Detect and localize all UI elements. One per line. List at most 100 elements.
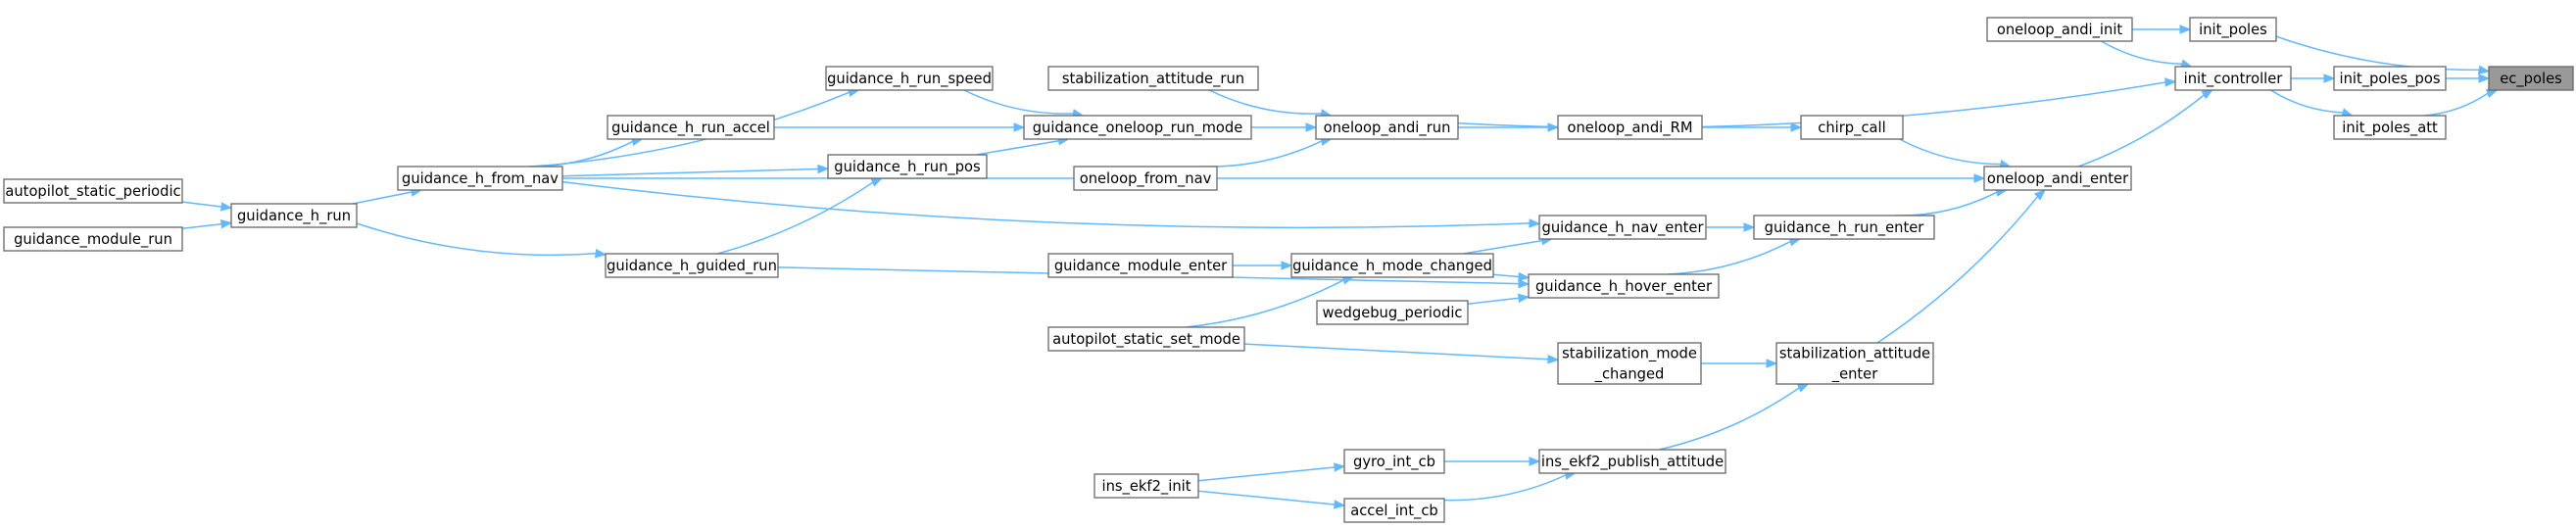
edge-autopilot_static_periodic-to-guidance_h_run: [181, 201, 233, 212]
edge-guidance_h_mode_changed-to-guidance_h_hover_enter: [1492, 271, 1531, 282]
node-box: [1983, 166, 2132, 191]
node-label: oneloop_andi_run: [1324, 120, 1451, 136]
node-label: ins_ekf2_init: [1101, 478, 1191, 495]
arrowhead-icon: [1529, 218, 1541, 228]
node-label: stabilization_attitude_run: [1062, 71, 1244, 87]
node-stabilization_attitude_run[interactable]: stabilization_attitude_run: [1047, 66, 1259, 91]
node-label: oneloop_from_nav: [1080, 170, 1212, 187]
node-stabilization_mode_changed[interactable]: stabilization_mode_changed: [1557, 342, 1702, 385]
edge-line: [1186, 279, 1344, 328]
node-label: ins_ekf2_publish_attitude: [1541, 454, 1724, 470]
node-label: oneloop_andi_RM: [1568, 120, 1693, 136]
node-chirp_call[interactable]: chirp_call: [1800, 115, 1904, 140]
node-guidance_module_enter[interactable]: guidance_module_enter: [1047, 253, 1234, 278]
edge-line: [1197, 466, 1336, 482]
edge-line: [352, 191, 413, 205]
node-oneloop_from_nav[interactable]: oneloop_from_nav: [1073, 166, 1218, 191]
edge-oneloop_andi_RM-to-chirp_call: [1702, 122, 1803, 132]
edge-chirp_call-to-oneloop_andi_enter: [1899, 138, 2012, 169]
node-oneloop_andi_init[interactable]: oneloop_andi_init: [1986, 17, 2133, 42]
node-oneloop_andi_enter[interactable]: oneloop_andi_enter: [1983, 166, 2132, 191]
node-box: [3, 226, 183, 252]
node-ec_poles[interactable]: ec_poles: [2488, 66, 2574, 91]
node-guidance_module_run[interactable]: guidance_module_run: [3, 226, 183, 252]
node-guidance_h_run_speed[interactable]: guidance_h_run_speed: [825, 66, 994, 91]
node-guidance_h_run_enter[interactable]: guidance_h_run_enter: [1753, 215, 1935, 240]
node-oneloop_andi_run[interactable]: oneloop_andi_run: [1315, 115, 1459, 140]
arrowhead-icon: [817, 164, 830, 174]
edge-guidance_h_hover_enter-to-guidance_h_run_enter: [1667, 237, 1802, 275]
node-guidance_h_guided_run[interactable]: guidance_h_guided_run: [605, 253, 779, 278]
arrowhead-icon: [1743, 222, 1756, 232]
node-guidance_h_from_nav[interactable]: guidance_h_from_nav: [397, 166, 563, 191]
node-box: [1094, 473, 1199, 499]
node-init_poles_att[interactable]: init_poles_att: [2333, 115, 2447, 140]
node-box: [1073, 166, 1218, 191]
node-label: guidance_h_run_speed: [827, 71, 992, 87]
edge-autopilot_static_set_mode-to-stabilization_mode_changed: [1243, 343, 1560, 364]
edge-line: [356, 222, 597, 257]
arrowhead-icon: [2478, 73, 2491, 83]
edge-ins_ekf2_publish_attitude-to-stabilization_attitude_enter: [1659, 383, 1810, 451]
node-box: [1557, 342, 1702, 385]
edge-line: [1243, 343, 1549, 361]
edge-guidance_h_from_nav-to-guidance_h_run_pos: [561, 164, 830, 177]
node-guidance_h_nav_enter[interactable]: guidance_h_nav_enter: [1538, 215, 1707, 240]
edge-line: [181, 201, 222, 208]
node-accel_int_cb[interactable]: accel_int_cb: [1343, 498, 1445, 523]
edge-init_poles_att-to-ec_poles: [2423, 88, 2499, 117]
node-box: [825, 66, 994, 91]
node-autopilot_static_set_mode[interactable]: autopilot_static_set_mode: [1047, 326, 1245, 352]
node-box: [1315, 115, 1459, 140]
node-label: guidance_h_hover_enter: [1535, 278, 1713, 295]
node-ins_ekf2_publish_attitude[interactable]: ins_ekf2_publish_attitude: [1538, 449, 1726, 474]
edge-guidance_h_run_accel-to-guidance_oneloop_run_mode: [774, 122, 1026, 132]
node-label: init_poles_att: [2342, 120, 2438, 136]
node-init_poles_pos[interactable]: init_poles_pos: [2333, 66, 2447, 91]
node-box: [1800, 115, 1904, 140]
edge-oneloop_from_nav-to-oneloop_andi_run: [1200, 136, 1333, 168]
node-box: [2333, 115, 2447, 140]
node-label: oneloop_andi_init: [1997, 22, 2123, 38]
node-autopilot_static_periodic[interactable]: autopilot_static_periodic: [3, 178, 183, 204]
node-stabilization_attitude_enter[interactable]: stabilization_attitude _enter: [1775, 342, 1934, 385]
edge-guidance_h_run_enter-to-oneloop_andi_enter: [1895, 187, 2009, 216]
node-label: guidance_module_run: [14, 231, 172, 248]
node-label: guidance_oneloop_run_mode: [1033, 120, 1243, 136]
edge-line: [963, 89, 1074, 115]
edge-ins_ekf2_init-to-accel_int_cb: [1197, 490, 1346, 509]
edge-guidance_h_mode_changed-to-guidance_h_nav_enter: [1463, 236, 1554, 255]
node-label: _enter: [1831, 366, 1878, 383]
edge-guidance_module_run-to-guidance_h_run: [181, 219, 233, 230]
node-guidance_h_run[interactable]: guidance_h_run: [230, 203, 358, 228]
node-label: stabilization_attitude: [1779, 346, 1930, 362]
edge-line: [1467, 297, 1520, 305]
edge-line: [2275, 35, 2480, 72]
edge-line: [1667, 240, 1791, 275]
edge-guidance_h_from_nav-to-oneloop_andi_enter: [562, 173, 1986, 183]
node-guidance_h_run_pos[interactable]: guidance_h_run_pos: [827, 154, 988, 179]
edge-line: [561, 180, 1531, 229]
node-guidance_h_mode_changed[interactable]: guidance_h_mode_changed: [1290, 253, 1494, 278]
node-oneloop_andi_RM[interactable]: oneloop_andi_RM: [1557, 115, 1703, 140]
arrowhead-icon: [1518, 278, 1531, 289]
arrowhead-icon: [1518, 271, 1531, 282]
node-label: _changed: [1594, 366, 1665, 383]
node-guidance_h_run_accel[interactable]: guidance_h_run_accel: [607, 115, 775, 140]
node-label: autopilot_static_periodic: [5, 183, 180, 200]
node-guidance_oneloop_run_mode[interactable]: guidance_oneloop_run_mode: [1023, 115, 1252, 140]
node-init_poles[interactable]: init_poles: [2189, 17, 2277, 42]
node-wedgebug_periodic[interactable]: wedgebug_periodic: [1316, 300, 1469, 325]
node-label: autopilot_static_set_mode: [1052, 331, 1240, 348]
arrowhead-icon: [1766, 359, 1778, 368]
node-guidance_h_hover_enter[interactable]: guidance_h_hover_enter: [1528, 273, 1720, 299]
node-box: [1753, 215, 1935, 240]
node-init_controller[interactable]: init_controller: [2174, 66, 2292, 91]
edge-accel_int_cb-to-ins_ekf2_publish_attitude: [1443, 470, 1578, 502]
arrowhead-icon: [870, 177, 884, 187]
edge-line: [528, 140, 634, 168]
node-ins_ekf2_init[interactable]: ins_ekf2_init: [1094, 473, 1199, 499]
node-gyro_int_cb[interactable]: gyro_int_cb: [1343, 449, 1445, 474]
node-box: [827, 154, 988, 179]
edge-stabilization_attitude_enter-to-oneloop_andi_enter: [1876, 189, 2046, 344]
